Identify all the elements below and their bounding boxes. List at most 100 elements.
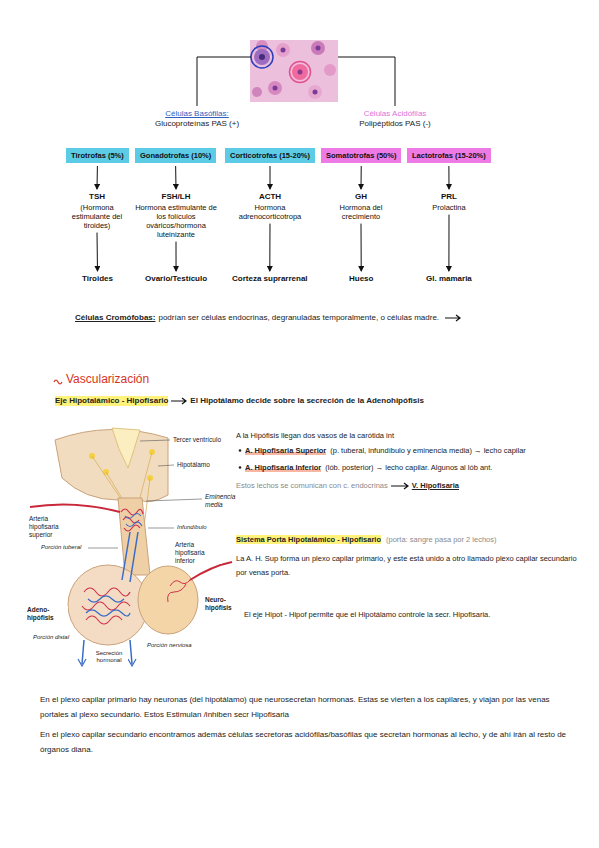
node-title: Lactotrofas (15-20%) [412,151,486,160]
target-organ-node: Tiroides [82,274,113,284]
note-heading: V. Hipofisaria [412,481,459,490]
cell [268,81,282,95]
acidophil-cell [292,64,308,80]
leader-line [158,465,174,466]
cell-group-heading: Células Acidófilas [345,109,445,119]
part-label: Arteria hipofisaria inferior [174,541,222,564]
highlight-ring [290,62,311,83]
highlighted-heading: Eje Hipotalámico - Hipofisario [55,396,168,406]
note-heading: Células Cromófobas: [75,313,155,323]
leader-line [146,499,202,501]
cell [311,41,325,55]
target-organ-node: Hueso [349,274,373,284]
leader-line [140,440,170,441]
node-title: Hueso [349,274,373,284]
cell [308,85,322,99]
leader-line [338,57,395,106]
part-label: Eminencia media [204,493,244,509]
part-label: Adeno-hipófisis [26,606,68,622]
part-label: Infundíbulo [176,524,208,531]
arrow-line [171,398,186,404]
node-body: Prolactina [413,203,485,212]
arrow-symbol [391,482,409,490]
node-body: Hormona del crecimiento [325,203,397,221]
arrow-connector [361,166,362,189]
third-ventricle-shape [112,428,140,468]
node-title: Somatotrofas (50%) [326,151,396,160]
node-title: Gl. mamaria [426,274,472,284]
posterior-capillaries [168,580,190,602]
arrow-line [445,315,460,321]
secondary-plexus [82,588,130,624]
arrow-symbol [171,397,187,405]
nucleus [273,86,278,91]
part-label: Porción nerviosa [146,642,193,649]
node-title: Tirotrofas (5%) [71,151,124,160]
title-squiggle [54,380,62,384]
cell [324,64,336,76]
nucleus [281,48,286,53]
cell-type-box: Gonadotrofas (10%) [135,148,216,163]
hormone-node: FSH/LHHormona estimulante de los folícul… [134,192,218,239]
part-label: Neuro-hipófisis [204,596,238,612]
secondary-plexus [86,596,130,616]
hormone-node: ACTHHormona adrenocorticotropa [230,192,310,221]
portal-vein [122,532,138,582]
node-title: FSH/LH [134,192,218,202]
arrow-connector [175,166,176,189]
arrow-connector [176,242,177,271]
hypothalamus-shape [55,429,168,501]
basophil-cell [254,49,270,65]
part-label: Hipotálamo [176,461,211,469]
note-text: A la Hipófisis llegan dos vasos de la ca… [236,431,394,440]
part-label: Porción tuberal [40,544,82,551]
note-text: La A. H. Sup forma un plexo capilar prim… [236,552,588,581]
part-label: Porción distal [32,634,70,641]
adenohypophysis-shape [68,565,148,645]
target-organ-node: Ovario/Testículo [145,274,207,284]
nucleus [313,90,318,95]
arrow-connector [269,224,270,271]
cell-type-box: Lactotrofas (15-20%) [407,148,491,163]
bullet [239,466,242,469]
note-text: En el plexo capilar primario hay neurona… [40,692,575,722]
superior-artery [30,504,120,512]
arrow-connector [97,233,98,271]
node-title: Gonadotrofas (10%) [140,151,211,160]
nucleus [259,54,265,60]
neurohypophysis-shape [138,566,198,634]
target-organ-node: Gl. mamaria [426,274,472,284]
arrow-connector [448,166,449,189]
hormone-node: TSH(Hormona estimulante del tiroides) [64,192,130,230]
node-body: (Hormona estimulante del tiroides) [64,203,130,230]
node-title: Tiroides [82,274,113,284]
cell-type-box: Somatotrofas (50%) [321,148,401,163]
note-text: (lób. posterior) → lecho capilar. Alguno… [325,463,492,472]
node-title: Ovario/Testículo [145,274,207,284]
note-text: El Hipotálamo decide sobre la secreción … [190,396,424,406]
leader-line [197,57,251,106]
leader-line [148,528,174,529]
arrow-connector [361,224,362,271]
cell-group-heading: Células Basófilas: [147,109,247,119]
part-label: Arteria hipofisaria superior [28,515,76,538]
node-title: TSH [64,192,130,202]
arrow-connector [97,166,98,189]
cell [276,43,290,57]
node-title: Corticotrofas (15-20%) [230,151,310,160]
section-title: Vascularización [66,372,149,386]
part-label: Secreción hormonal [90,650,128,664]
node-body: Hormona adrenocorticotropa [230,203,310,221]
note-text: podrían ser células endocrinas, degranul… [158,313,439,323]
cell-group-note: Glucoproteínas PAS (+) [132,119,262,129]
leader-line [88,548,118,549]
node-title: Corteza suprarrenal [232,274,308,284]
target-organ-node: Corteza suprarrenal [232,274,308,284]
note-text: El eje Hipot - Hipof permite que el Hipo… [244,610,589,619]
cell-type-box: Corticotrofas (15-20%) [225,148,315,163]
part-label: Tercer ventrículo [172,436,222,444]
note-heading: A. Hipofisaria Superior [245,446,326,455]
